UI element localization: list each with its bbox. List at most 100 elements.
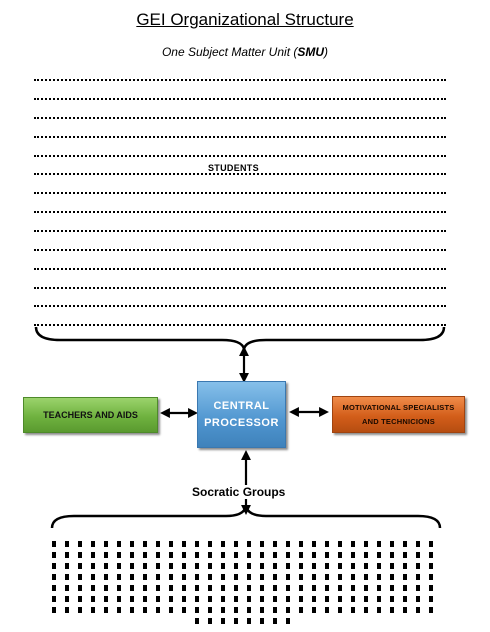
group-member-mark [325,563,329,569]
student-dotted-line [34,230,446,232]
group-member-mark [195,618,199,624]
group-member-mark [65,563,69,569]
group-member-mark [78,541,82,547]
group-member-mark [416,607,420,613]
group-member-mark [429,541,433,547]
socratic-groups-label: Socratic Groups [192,485,286,499]
group-member-mark [286,563,290,569]
group-member-mark [403,607,407,613]
group-member-mark [403,585,407,591]
group-member-mark [299,585,303,591]
group-member-mark [390,574,394,580]
group-member-mark [52,574,56,580]
group-member-mark [156,585,160,591]
group-member-mark [156,552,160,558]
student-dotted-line [34,305,446,307]
group-member-mark [351,596,355,602]
group-member-mark [351,552,355,558]
group-member-mark [364,596,368,602]
group-member-mark [273,563,277,569]
group-member-mark [78,607,82,613]
group-member-mark [364,585,368,591]
group-member-mark [403,552,407,558]
group-member-mark [312,563,316,569]
group-member-mark [221,585,225,591]
student-dotted-line [34,268,446,270]
student-dotted-line [34,192,446,194]
group-member-mark [221,574,225,580]
group-member-mark [156,563,160,569]
group-member-mark [260,585,264,591]
group-member-mark [208,596,212,602]
group-member-mark [273,596,277,602]
group-member-mark [403,541,407,547]
group-member-mark [117,596,121,602]
group-member-mark [182,541,186,547]
student-dotted-line [34,173,446,175]
group-member-mark [338,541,342,547]
group-member-mark [182,563,186,569]
group-member-mark [247,607,251,613]
central-processor-label-line1: CENTRAL [213,399,270,412]
group-member-mark [273,607,277,613]
group-member-mark [91,574,95,580]
group-member-mark [416,552,420,558]
group-member-mark [104,585,108,591]
group-member-mark [143,563,147,569]
group-member-mark [390,552,394,558]
student-dotted-line [34,249,446,251]
group-member-mark [234,585,238,591]
group-member-mark [325,596,329,602]
group-member-mark [416,574,420,580]
central-processor-box: CENTRAL PROCESSOR [197,381,286,448]
group-member-mark [338,552,342,558]
group-member-mark [429,596,433,602]
group-member-mark [208,607,212,613]
group-member-mark [377,563,381,569]
group-member-mark [325,574,329,580]
group-member-mark [195,607,199,613]
group-member-mark [429,607,433,613]
group-member-mark [338,585,342,591]
group-member-mark [260,541,264,547]
group-member-mark [429,585,433,591]
group-member-mark [429,563,433,569]
group-member-mark [52,563,56,569]
student-dotted-line [34,117,446,119]
group-member-mark [377,541,381,547]
group-member-mark [52,541,56,547]
group-member-mark [65,596,69,602]
group-member-mark [325,607,329,613]
student-dotted-line [34,136,446,138]
group-member-mark [260,552,264,558]
group-member-mark [117,607,121,613]
group-member-mark [130,574,134,580]
group-member-mark [52,552,56,558]
group-member-mark [221,618,225,624]
group-member-mark [351,541,355,547]
subtitle-suffix: ) [324,45,329,59]
group-member-mark [247,618,251,624]
group-member-mark [182,574,186,580]
group-member-mark [338,563,342,569]
student-dotted-line [34,155,446,157]
group-member-mark [117,574,121,580]
group-member-mark [234,607,238,613]
group-member-mark [390,585,394,591]
group-member-mark [390,607,394,613]
teachers-and-aids-label: TEACHERS AND AIDS [43,410,138,420]
group-member-mark [247,541,251,547]
group-member-mark [78,596,82,602]
group-member-mark [104,574,108,580]
group-member-mark [221,607,225,613]
group-member-mark [91,541,95,547]
group-member-mark [299,552,303,558]
group-member-mark [247,574,251,580]
group-member-mark [169,607,173,613]
group-member-mark [169,563,173,569]
group-member-mark [390,541,394,547]
group-member-mark [377,607,381,613]
group-member-mark [260,574,264,580]
group-member-mark [221,552,225,558]
